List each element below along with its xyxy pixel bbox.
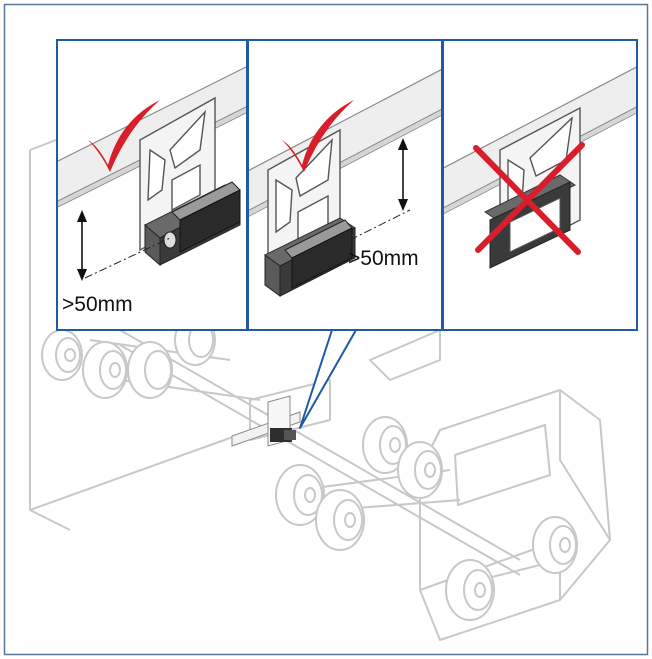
wheel bbox=[532, 516, 578, 574]
sensor-unit bbox=[264, 217, 356, 297]
distance-label: >50mm bbox=[348, 247, 419, 270]
centerline bbox=[349, 209, 411, 241]
wheels bbox=[41, 314, 578, 621]
wheel bbox=[315, 489, 365, 551]
wheel bbox=[445, 559, 495, 621]
cross-icon bbox=[473, 142, 585, 255]
wheel bbox=[275, 464, 325, 526]
checkmark-icon bbox=[88, 100, 160, 172]
distance-label: >50mm bbox=[62, 293, 133, 316]
wheel bbox=[41, 329, 83, 381]
panel-correct-2: >50mm bbox=[247, 39, 443, 331]
callout-pointer bbox=[299, 329, 357, 429]
wheel bbox=[397, 441, 443, 499]
panel-correct-1: >50mm bbox=[56, 39, 248, 331]
checkmark-icon bbox=[282, 100, 354, 172]
sensor-unit bbox=[144, 181, 241, 267]
wheel bbox=[362, 416, 408, 474]
wheel bbox=[82, 341, 128, 399]
panel-incorrect bbox=[442, 39, 638, 331]
wheel bbox=[127, 341, 173, 399]
truck-sensor-mount bbox=[231, 395, 301, 447]
outer-frame bbox=[3, 3, 649, 656]
